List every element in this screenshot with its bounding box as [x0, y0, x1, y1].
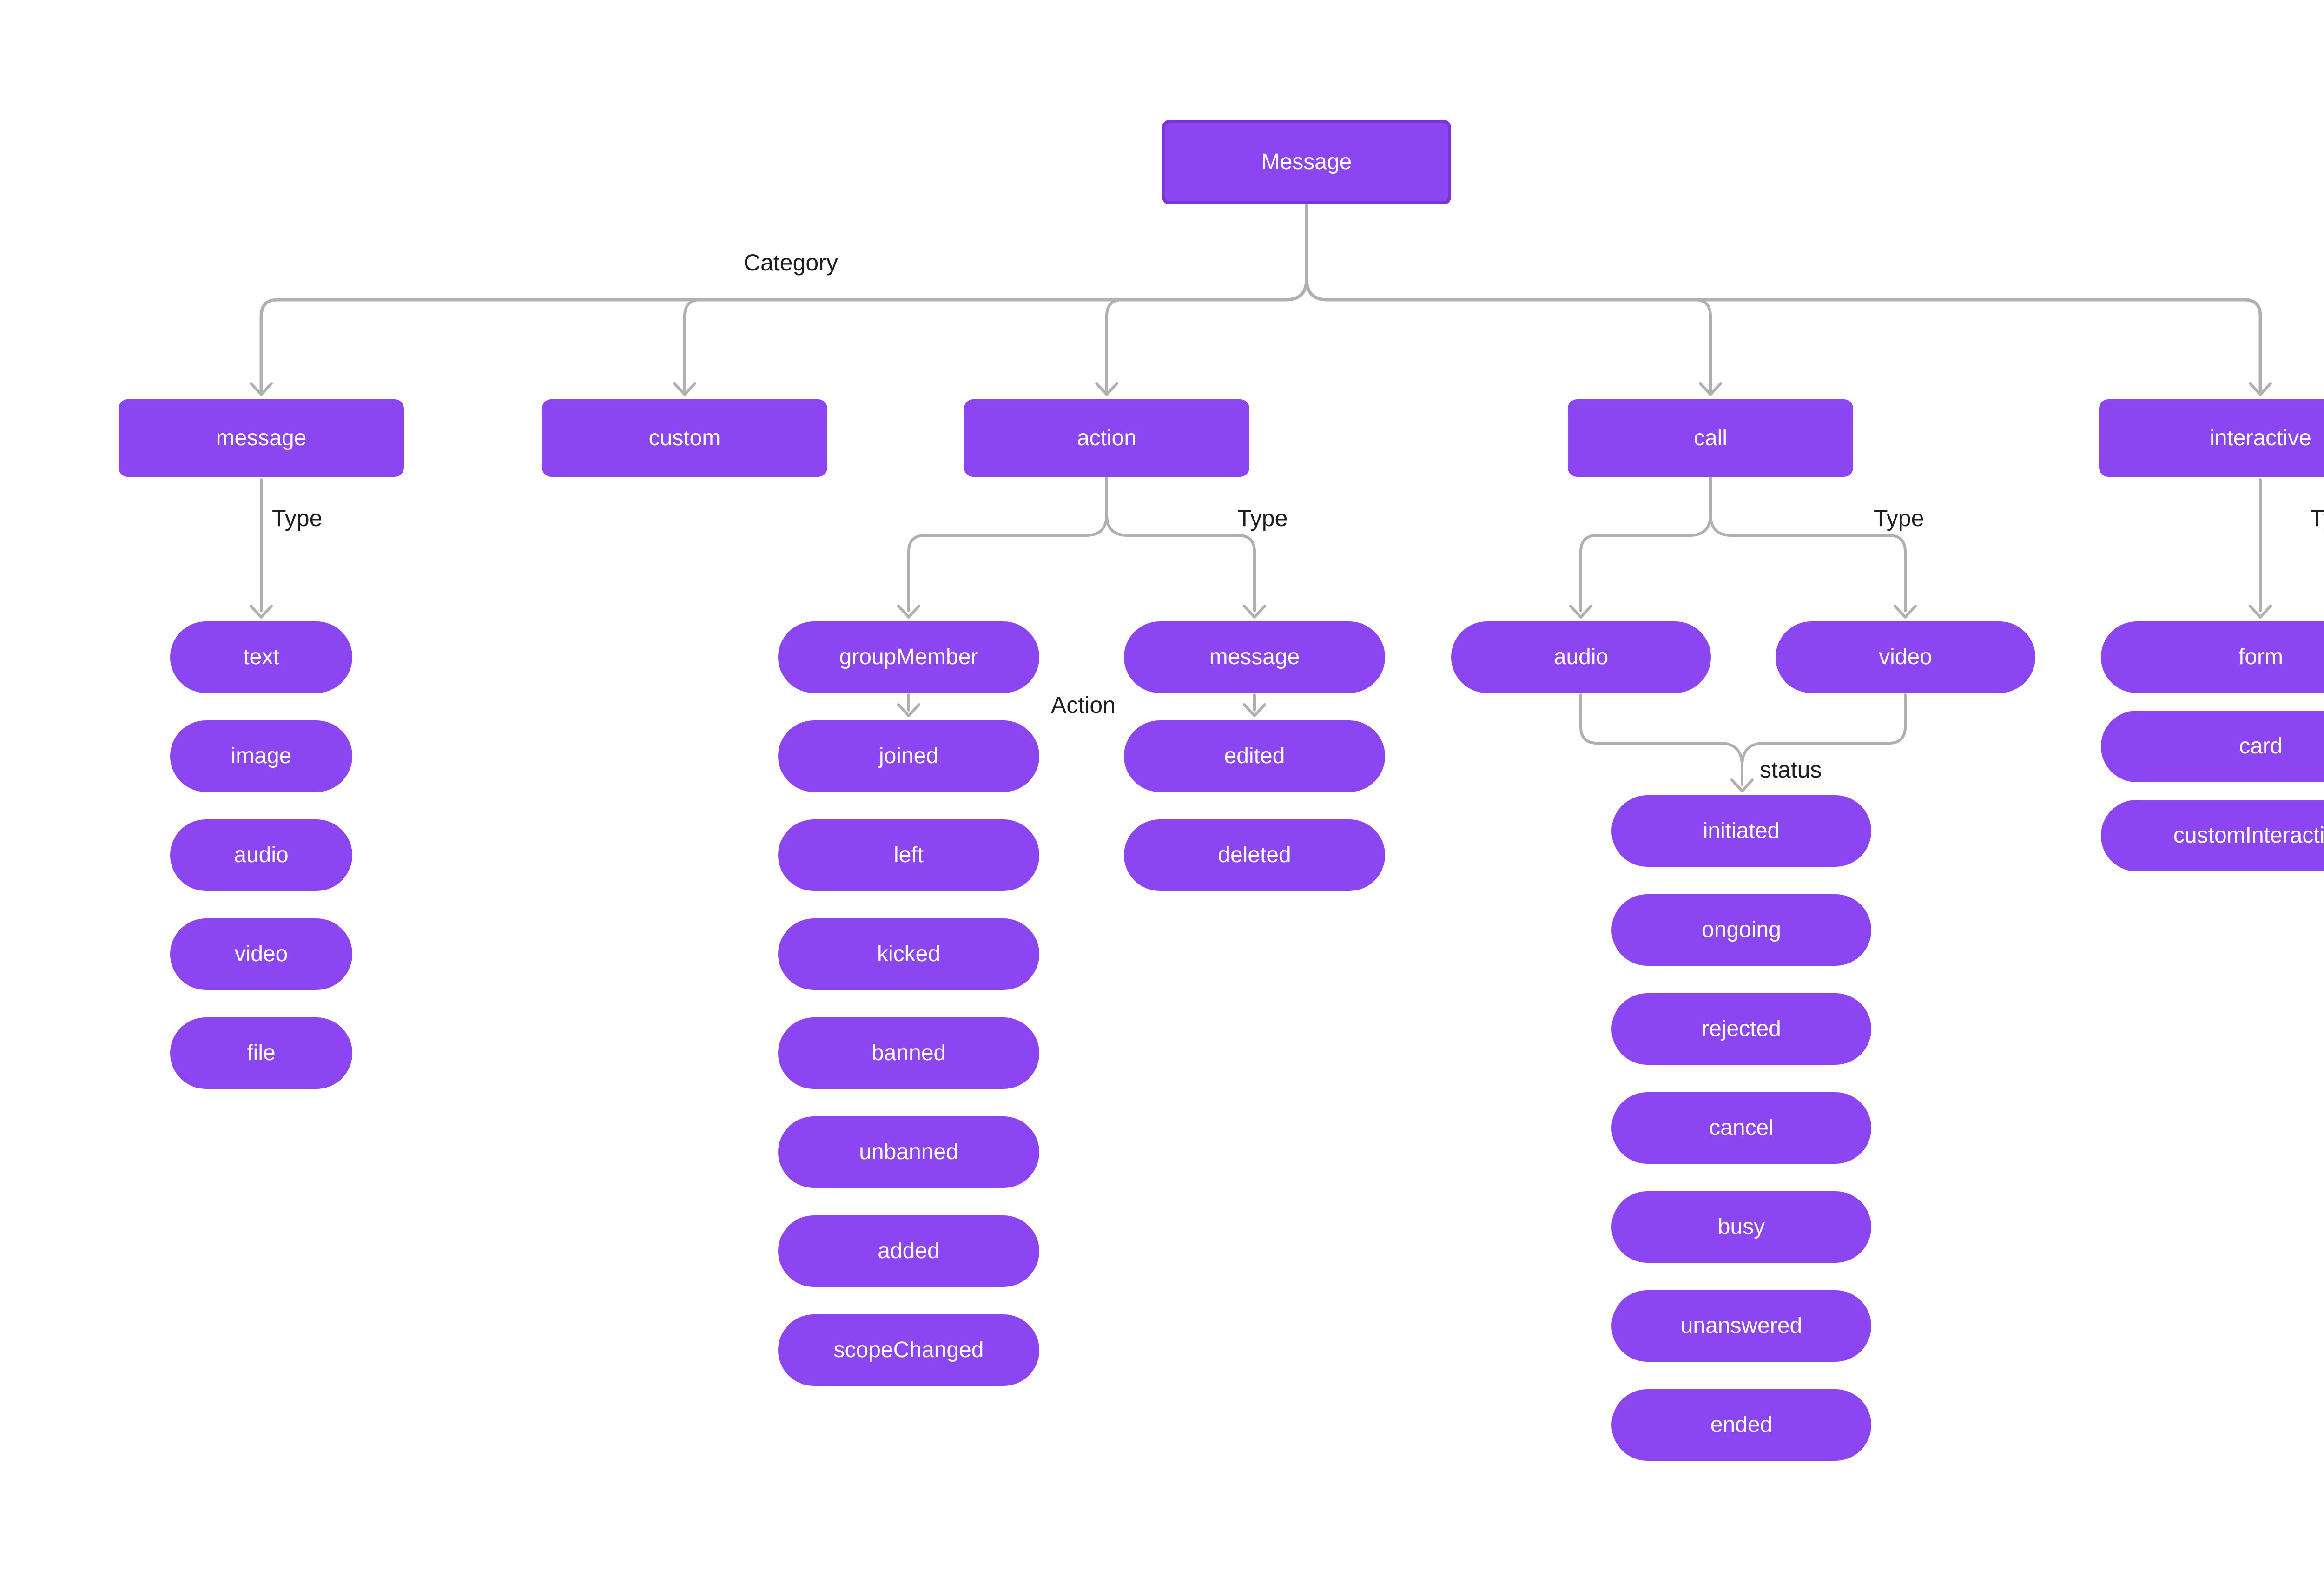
- node-status-cancel: cancel: [1611, 1092, 1871, 1164]
- arrowhead-action-category: [1095, 382, 1118, 396]
- edge-root-to-message-category: [259, 203, 1308, 394]
- arrowhead-message-category: [250, 382, 273, 396]
- node-action-banned: banned: [778, 1017, 1039, 1089]
- node-call-type-audio: audio: [1451, 621, 1711, 693]
- edge-label-action: Action: [1051, 692, 1116, 718]
- arrowhead-audio: [1569, 605, 1592, 619]
- edge-root-to-interactive-category: [1305, 203, 2262, 394]
- node-action-edited: edited: [1124, 720, 1385, 792]
- node-category-custom: custom: [542, 399, 827, 477]
- node-category-call: call: [1568, 399, 1853, 477]
- edge-label-category: Category: [744, 250, 838, 276]
- edge-video-to-status: [1741, 693, 1907, 767]
- node-action-type-groupmember: groupMember: [778, 621, 1039, 693]
- edge-call-to-video: [1709, 475, 1907, 612]
- node-interactive-form: form: [2101, 621, 2324, 693]
- node-root-message: Message: [1162, 120, 1451, 204]
- node-status-unanswered: unanswered: [1611, 1290, 1871, 1362]
- arrowhead-joined: [897, 703, 920, 717]
- arrowhead-text: [250, 605, 273, 619]
- node-interactive-card: card: [2101, 711, 2324, 782]
- edge-action-to-message-type: [1105, 475, 1256, 612]
- node-status-ongoing: ongoing: [1611, 894, 1871, 966]
- arrowhead-groupmember: [897, 605, 920, 619]
- edge-label-type-message: Type: [272, 505, 323, 531]
- arrowhead-interactive-category: [2249, 382, 2272, 396]
- node-type-video: video: [170, 918, 352, 990]
- node-category-action: action: [964, 399, 1249, 477]
- node-type-text: text: [170, 621, 352, 693]
- node-action-added: added: [778, 1215, 1039, 1287]
- arrowhead-initiated: [1730, 778, 1754, 792]
- edge-rail-to-call: [1693, 298, 1712, 394]
- edge-label-type-action: Type: [1237, 505, 1288, 531]
- edge-label-type-call: Type: [1874, 505, 1924, 531]
- edge-action-to-groupmember: [907, 475, 1108, 612]
- node-status-initiated: initiated: [1611, 795, 1871, 867]
- arrowhead-action-message: [1243, 605, 1266, 619]
- node-status-busy: busy: [1611, 1191, 1871, 1263]
- edge-rail-to-action: [1105, 298, 1124, 394]
- node-call-type-video: video: [1776, 621, 2035, 693]
- arrowhead-custom-category: [673, 382, 696, 396]
- node-action-type-message: message: [1124, 621, 1385, 693]
- node-action-kicked: kicked: [778, 918, 1039, 990]
- arrowhead-form: [2249, 605, 2272, 619]
- node-type-audio: audio: [170, 819, 352, 891]
- node-type-image: image: [170, 720, 352, 792]
- node-action-unbanned: unbanned: [778, 1116, 1039, 1188]
- node-action-deleted: deleted: [1124, 819, 1385, 891]
- arrowhead-edited: [1243, 703, 1266, 717]
- node-type-file: file: [170, 1017, 352, 1089]
- node-category-interactive: interactive: [2099, 399, 2324, 477]
- edge-label-type-interactive: Type: [2310, 505, 2324, 531]
- node-interactive-custominteractive: customInteractive: [2101, 800, 2324, 871]
- node-status-rejected: rejected: [1611, 993, 1871, 1065]
- arrowhead-video: [1894, 605, 1917, 619]
- node-category-message: message: [119, 399, 404, 477]
- node-action-scopechanged: scopeChanged: [778, 1314, 1039, 1386]
- node-status-ended: ended: [1611, 1389, 1871, 1461]
- edge-rail-to-custom: [683, 298, 702, 394]
- edge-audio-to-status: [1579, 693, 1743, 786]
- edge-label-status: status: [1760, 757, 1822, 783]
- arrowhead-call-category: [1699, 382, 1722, 396]
- edge-call-to-audio: [1579, 475, 1712, 612]
- node-action-left: left: [778, 819, 1039, 891]
- node-action-joined: joined: [778, 720, 1039, 792]
